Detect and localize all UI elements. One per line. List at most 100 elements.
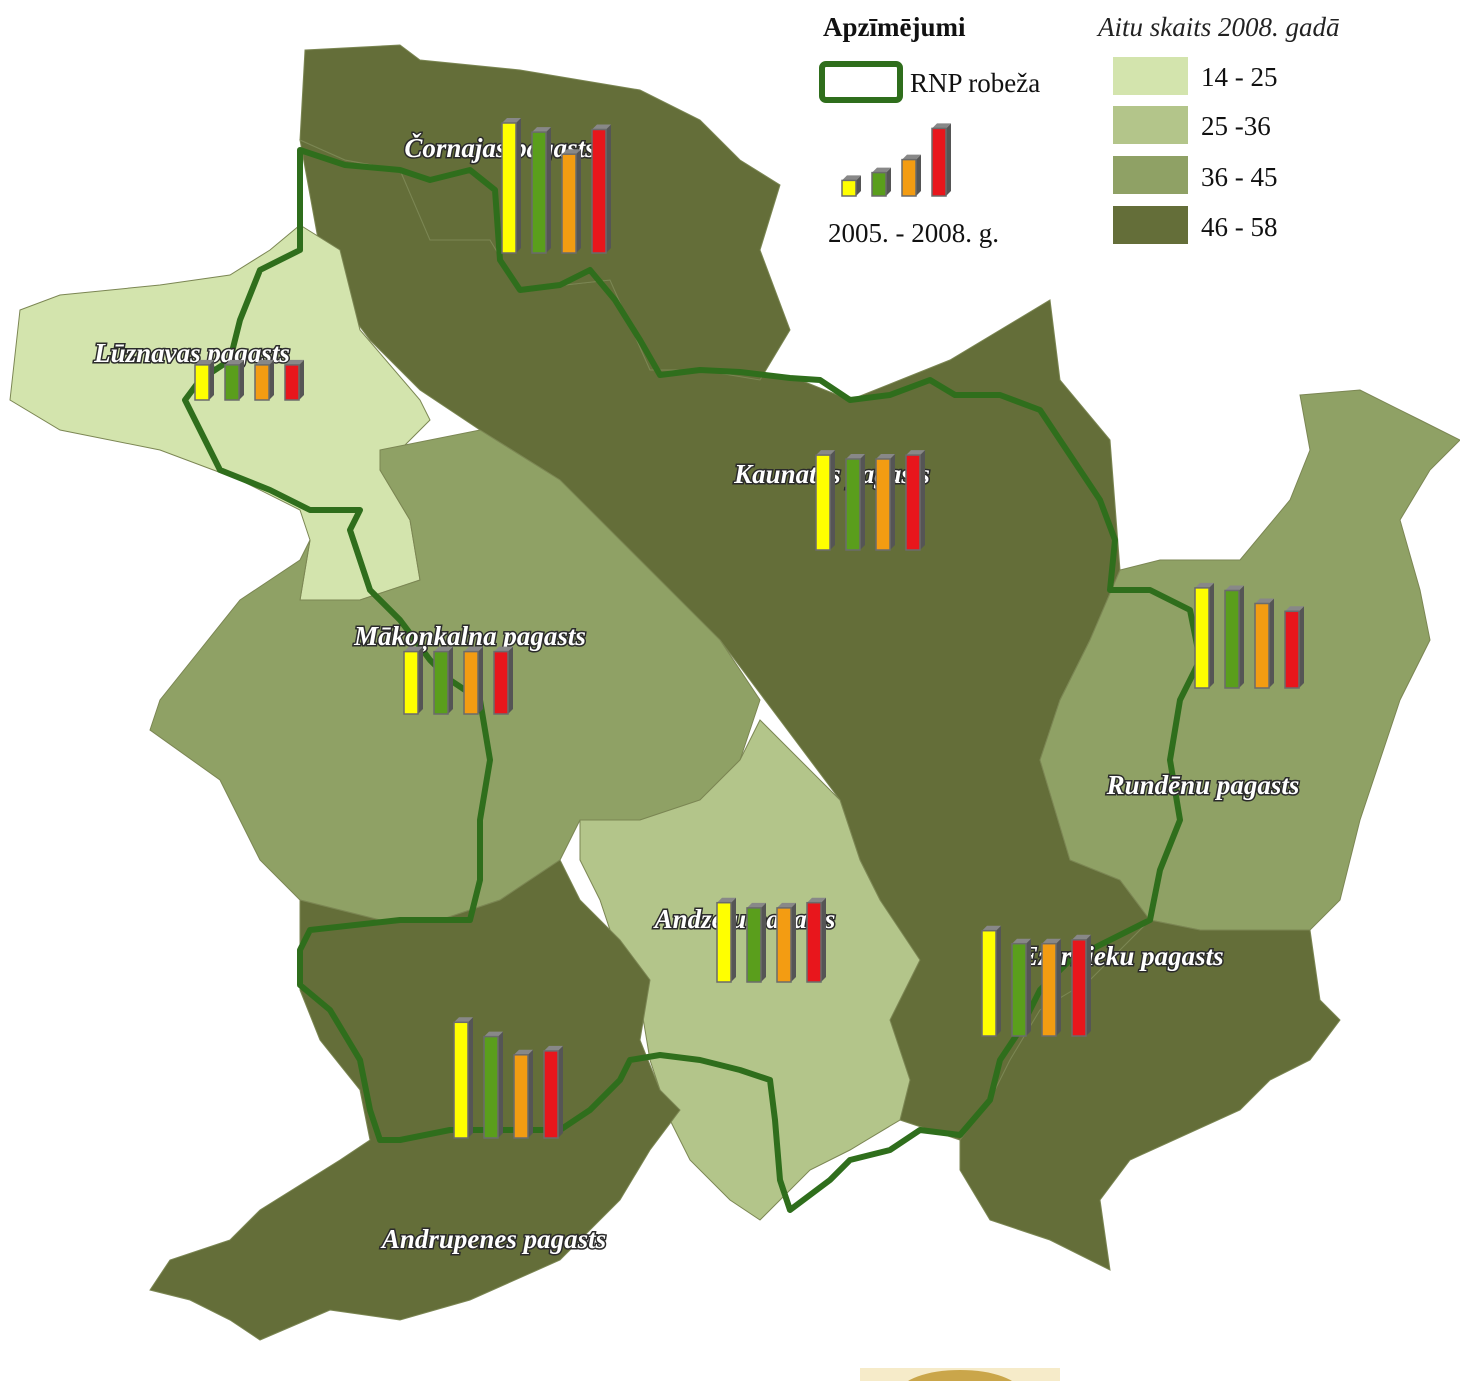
bar-2005-side bbox=[996, 925, 1001, 1036]
bar-2005-front bbox=[194, 364, 210, 401]
bar-2005-top bbox=[1195, 582, 1214, 588]
bar-2008-front bbox=[543, 1050, 559, 1139]
bar-2007-front bbox=[1041, 942, 1057, 1037]
bar-2007-front bbox=[513, 1054, 529, 1139]
legend-bar-2005-front bbox=[841, 179, 857, 197]
bar-2007-top bbox=[464, 646, 483, 652]
bar-2006 bbox=[1224, 585, 1244, 689]
legend-bar-2005 bbox=[841, 175, 861, 197]
legend-bar-2005-top bbox=[842, 175, 861, 181]
bar-2007 bbox=[513, 1049, 533, 1139]
legend-bar-2007-top bbox=[902, 154, 921, 160]
legend-swatch-class-4 bbox=[1113, 206, 1188, 244]
area-andrupenes[interactable] bbox=[149, 859, 681, 1341]
bar-2006-side bbox=[860, 454, 865, 550]
bar-2005 bbox=[1194, 582, 1214, 689]
bar-2006-front bbox=[531, 131, 547, 254]
bar-2005-front bbox=[981, 929, 997, 1037]
legend-bar-2008 bbox=[931, 123, 951, 197]
bar-2006-top bbox=[434, 646, 453, 652]
bar-2007-side bbox=[1269, 598, 1274, 688]
legend-class-2-label: 25 -36 bbox=[1201, 111, 1271, 141]
bar-2005 bbox=[501, 118, 521, 254]
bar-2008-side bbox=[299, 359, 304, 400]
bar-2006 bbox=[1011, 938, 1031, 1037]
legend-class-1-label: 14 - 25 bbox=[1201, 62, 1278, 92]
bar-2007-side bbox=[791, 902, 796, 982]
bar-2008 bbox=[1284, 606, 1304, 689]
bars-andzelu bbox=[716, 897, 826, 983]
bar-2008-top bbox=[1285, 606, 1304, 612]
bar-2008-top bbox=[906, 450, 925, 456]
bar-2008-front bbox=[591, 128, 607, 254]
bar-2005-front bbox=[815, 454, 831, 551]
bar-2005-top bbox=[816, 450, 835, 456]
bar-2005 bbox=[815, 450, 835, 551]
bar-2005-top bbox=[502, 118, 521, 123]
bar-2007-front bbox=[1254, 602, 1270, 689]
bar-2008-top bbox=[544, 1045, 563, 1051]
bar-2007-front bbox=[561, 153, 577, 254]
bar-2008-front bbox=[905, 454, 921, 551]
bars-ezernieku bbox=[981, 925, 1091, 1037]
legend-boundary-label: RNP robeža bbox=[910, 68, 1040, 98]
bar-2006-side bbox=[1239, 585, 1244, 688]
bar-2007-top bbox=[514, 1049, 533, 1055]
bar-2008-front bbox=[284, 364, 300, 401]
legend-bar-2008-front bbox=[931, 127, 947, 197]
legend-swatch-class-2 bbox=[1113, 106, 1188, 144]
bar-2006-side bbox=[546, 127, 551, 253]
bar-2006-top bbox=[747, 902, 766, 908]
legend-bar-2008-top bbox=[932, 123, 951, 129]
bar-2005 bbox=[716, 897, 736, 983]
bar-2005-front bbox=[1194, 587, 1210, 689]
bar-2007-side bbox=[1056, 938, 1061, 1036]
bar-2006-side bbox=[239, 359, 244, 400]
bar-2005-side bbox=[418, 646, 423, 714]
bar-2007-top bbox=[255, 359, 274, 365]
bar-2007 bbox=[776, 902, 796, 983]
legend-bar-2008-side bbox=[946, 123, 951, 196]
bars-cornajas bbox=[501, 118, 611, 254]
bar-2006-top bbox=[846, 454, 865, 459]
bar-2005 bbox=[194, 359, 214, 401]
legend-bars-label: 2005. - 2008. g. bbox=[828, 218, 999, 248]
bar-2005-front bbox=[716, 901, 732, 983]
bar-2006-side bbox=[448, 646, 453, 714]
bar-2005-side bbox=[1209, 582, 1214, 688]
bar-2006-front bbox=[1011, 942, 1027, 1037]
legend-bar-2007 bbox=[901, 154, 921, 197]
legend-bar-2007-side bbox=[916, 154, 921, 196]
bar-2007-top bbox=[562, 149, 581, 155]
bar-2008 bbox=[543, 1045, 563, 1139]
bar-2006-side bbox=[761, 902, 766, 982]
bar-2008 bbox=[284, 359, 304, 401]
legend-bar-2006-top bbox=[872, 167, 891, 173]
bar-2006 bbox=[845, 454, 865, 551]
bar-2005 bbox=[453, 1017, 473, 1139]
bar-2008-side bbox=[1086, 934, 1091, 1036]
bar-2008-front bbox=[493, 650, 509, 715]
bar-2006-front bbox=[433, 650, 449, 715]
bar-2007-front bbox=[875, 458, 891, 551]
region-label-rundenu: Rundēnu pagasts bbox=[1106, 770, 1300, 800]
bar-2005-side bbox=[516, 118, 521, 253]
bars-makonkalna bbox=[403, 646, 513, 715]
bars-kaunatas bbox=[815, 450, 925, 551]
bar-2008-top bbox=[494, 646, 513, 652]
bar-2007-side bbox=[576, 149, 581, 253]
bar-2006-front bbox=[224, 364, 240, 401]
bar-2007-top bbox=[777, 902, 796, 908]
legend-swatch-class-3 bbox=[1113, 156, 1188, 194]
bars-luznavas bbox=[194, 359, 304, 401]
bar-2007 bbox=[1041, 938, 1061, 1037]
bar-2008-side bbox=[821, 897, 826, 982]
bar-2008 bbox=[591, 124, 611, 254]
legend-class-4-label: 46 - 58 bbox=[1201, 212, 1278, 242]
map-legend: Apzīmējumi RNP robeža 2005. - 2008. g. A… bbox=[819, 12, 1340, 248]
bar-2008-front bbox=[1284, 610, 1300, 689]
region-label-andrupenes: Andrupenes pagasts bbox=[380, 1224, 606, 1254]
bar-2005-side bbox=[209, 359, 214, 400]
area-luznavas[interactable] bbox=[9, 224, 431, 601]
